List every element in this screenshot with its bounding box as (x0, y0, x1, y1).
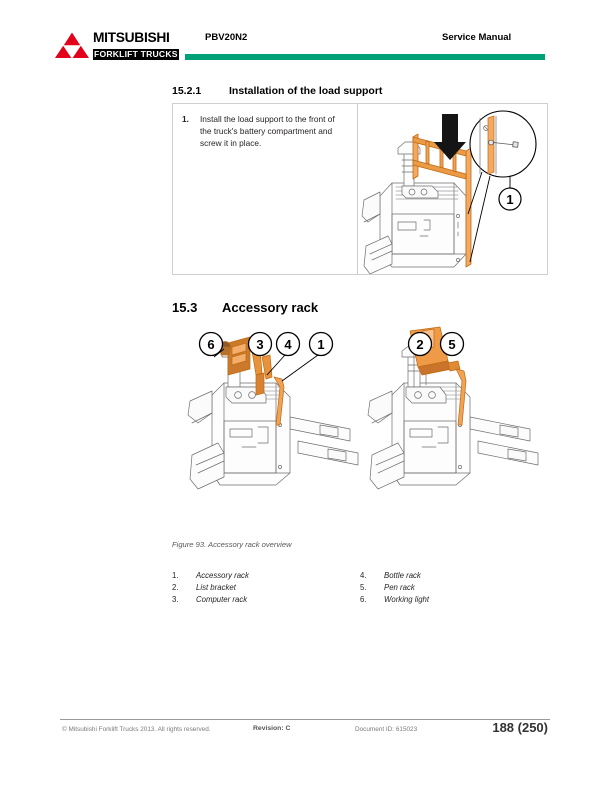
legend-label: Accessory rack (196, 571, 249, 580)
logo-sub-text: FORKLIFT TRUCKS (93, 49, 179, 60)
legend-label: Pen rack (384, 583, 415, 593)
svg-text:3: 3 (256, 337, 263, 352)
svg-text:1: 1 (317, 337, 324, 352)
header-manual-type: Service Manual (442, 32, 512, 43)
list-item: 6. Working light (360, 594, 548, 606)
svg-text:4: 4 (284, 337, 292, 352)
accessory-rack-overview-illustration: 6 3 4 1 (172, 325, 548, 530)
load-support-installation-illustration: 1 (358, 104, 547, 274)
legend-index: 3. (172, 595, 179, 605)
legend-label: List bracket (196, 583, 236, 593)
footer-revision: Revision: C (253, 725, 291, 732)
legend-label: Working light (384, 595, 430, 605)
section-title: Installation of the load support (229, 85, 383, 97)
section-number: 15.3 (172, 300, 198, 315)
step-index: 1. (182, 114, 189, 124)
mitsubishi-three-diamond-icon (55, 32, 89, 58)
footer-page-number: 188 (250) (492, 720, 548, 735)
mitsubishi-logo: MITSUBISHI FORKLIFT TRUCKS (55, 30, 185, 60)
figure-legend: 1. Accessory rack 2. List bracket 3. Com… (172, 570, 548, 607)
procedure-step: 1. Install the load support to the front… (182, 113, 347, 150)
legend-label: Computer rack (196, 595, 248, 605)
legend-index: 5. (360, 583, 367, 593)
header-model-number: PBV20N2 (205, 32, 248, 43)
section-heading-15-3: 15.3 Accessory rack (172, 300, 318, 315)
legend-index: 6. (360, 595, 367, 605)
logo-name-text: MITSUBISHI (93, 30, 170, 45)
footer-copyright: © Mitsubishi Forklift Trucks 2013. All r… (62, 726, 211, 733)
legend-index: 1. (172, 571, 179, 580)
section-number: 15.2.1 (172, 85, 202, 97)
procedure-box: 1. Install the load support to the front… (172, 103, 548, 275)
footer-document-id: Document ID: 615023 (355, 726, 418, 733)
list-item: 5. Pen rack (360, 582, 548, 594)
section-heading-15-2-1: 15.2.1 Installation of the load support (172, 85, 382, 97)
section-title: Accessory rack (222, 300, 319, 315)
svg-text:2: 2 (416, 337, 423, 352)
footer-rule (60, 719, 550, 720)
procedure-text-cell: 1. Install the load support to the front… (173, 104, 358, 274)
list-item: 4. Bottle rack (360, 570, 548, 582)
list-item: 1. Accessory rack (172, 570, 360, 582)
legend-index: 4. (360, 571, 367, 580)
svg-text:1: 1 (506, 192, 513, 207)
svg-text:6: 6 (207, 337, 214, 352)
legend-column-right: 4. Bottle rack 5. Pen rack 6. Working li… (360, 570, 548, 607)
svg-text:5: 5 (448, 337, 455, 352)
figure-caption: Figure 93. Accessory rack overview (172, 540, 292, 549)
legend-column-left: 1. Accessory rack 2. List bracket 3. Com… (172, 570, 360, 607)
legend-index: 2. (172, 583, 179, 593)
page-header: MITSUBISHI FORKLIFT TRUCKS PBV20N2 Servi… (0, 0, 612, 70)
legend-label: Bottle rack (384, 571, 421, 580)
step-text: Install the load support to the front of… (200, 114, 335, 149)
down-arrow-icon (434, 114, 466, 160)
list-item: 3. Computer rack (172, 594, 360, 606)
mitsubishi-wordmark: MITSUBISHI FORKLIFT TRUCKS (93, 31, 185, 62)
header-rule (185, 54, 545, 60)
list-item: 2. List bracket (172, 582, 360, 594)
